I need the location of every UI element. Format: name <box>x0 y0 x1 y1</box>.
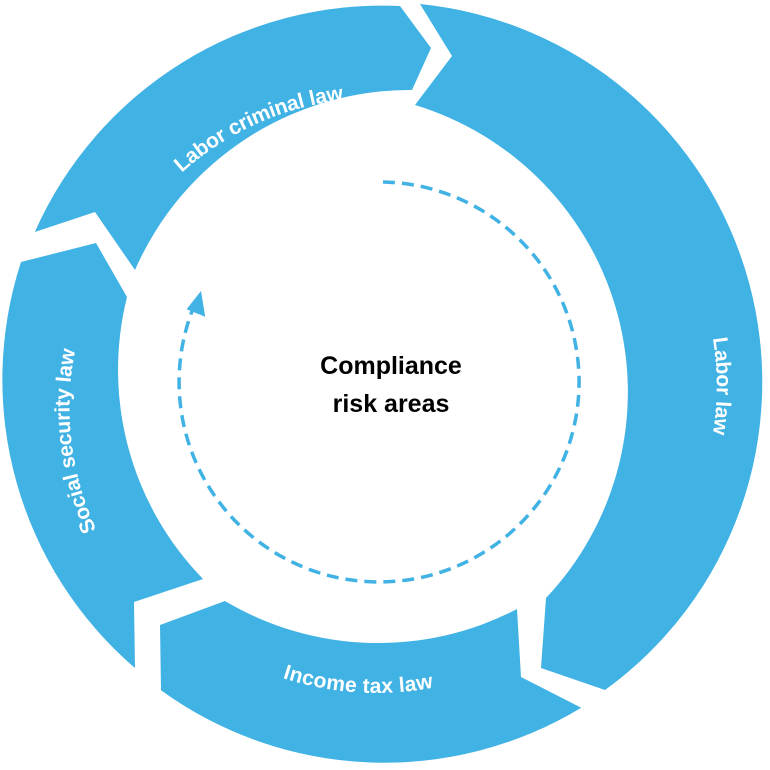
segment-income-tax-law <box>160 601 582 763</box>
segment-labor-law <box>415 4 763 690</box>
segment-social-security-law <box>2 243 204 668</box>
ring-segments <box>2 4 763 763</box>
cycle-arrow-line <box>177 180 581 584</box>
segment-label-labor-law: Labor law <box>708 336 735 437</box>
center-title-line1: Compliance <box>320 352 462 380</box>
cycle-arrow-head-icon <box>186 291 206 317</box>
cycle-arrow <box>177 180 581 584</box>
segment-labor-criminal-law <box>34 5 432 271</box>
center-title-line2: risk areas <box>333 390 450 418</box>
center-title: Compliance risk areas <box>320 352 462 418</box>
